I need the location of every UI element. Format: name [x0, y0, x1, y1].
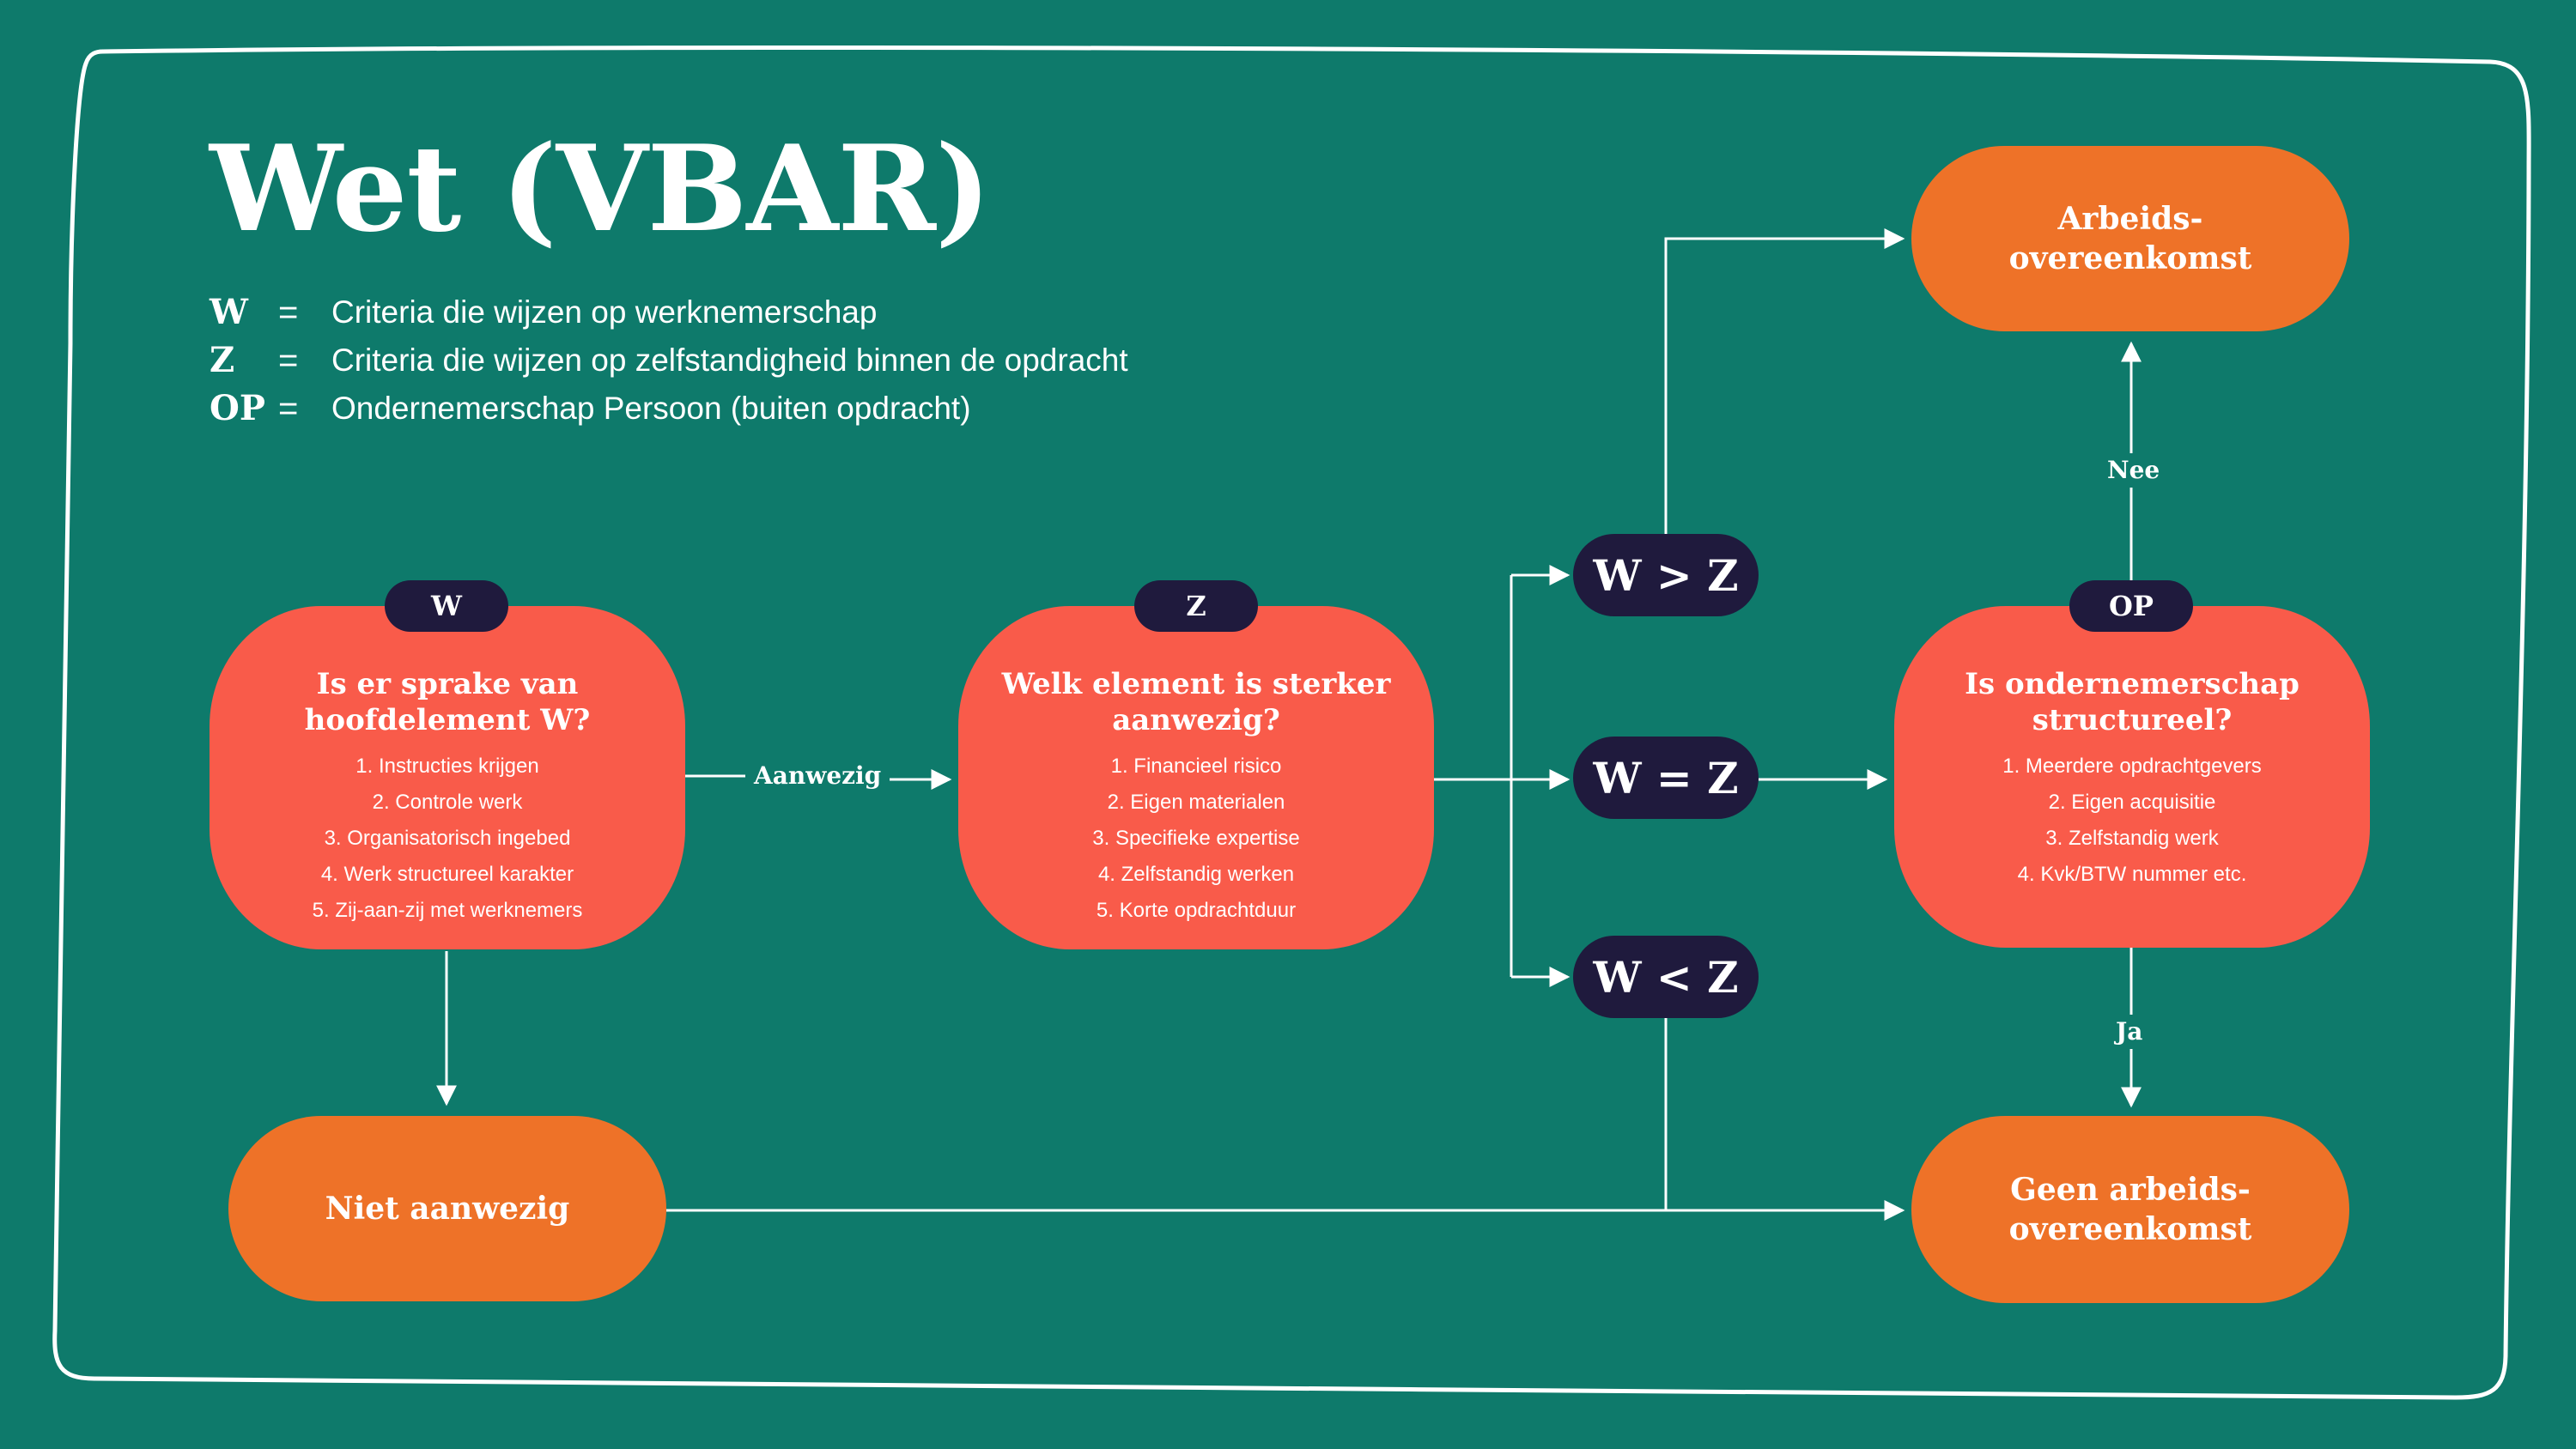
- node-z-tag: Z: [1134, 580, 1258, 632]
- legend-text: Criteria die wijzen op werknemerschap: [331, 294, 878, 330]
- edge-wgtz-to-arbeids: [1664, 228, 1905, 534]
- node-geen-arbeidsovereenkomst: Geen arbeids- overeenkomst: [1911, 1116, 2349, 1303]
- node-w-less-z: W < Z: [1573, 936, 1759, 1018]
- node-z-title: Welk element is sterker aanwezig?: [1001, 667, 1391, 737]
- page-title: Wet (VBAR): [210, 118, 991, 258]
- node-w-question: Is er sprake van hoofdelement W? 1. Inst…: [210, 606, 685, 949]
- node-w-criteria: 1. Instructies krijgen 2. Controle werk …: [210, 749, 685, 929]
- criteria-item: 3. Organisatorisch ingebed: [324, 827, 571, 850]
- legend-equals: =: [278, 390, 299, 427]
- node-op-question: Is ondernemerschap structureel? 1. Meerd…: [1894, 606, 2370, 948]
- node-niet-aanwezig: Niet aanwezig: [228, 1116, 666, 1301]
- legend-text: Criteria die wijzen op zelfstandigheid b…: [331, 343, 1128, 378]
- edge-label-aanwezig: Aanwezig: [745, 759, 890, 793]
- criteria-item: 2. Eigen materialen: [1107, 791, 1285, 814]
- node-op-tag: OP: [2069, 580, 2193, 632]
- criteria-item: 2. Controle werk: [372, 791, 523, 814]
- criteria-item: 1. Meerdere opdrachtgevers: [2002, 755, 2262, 778]
- legend-key: OP: [210, 388, 265, 428]
- criteria-item: 3. Zelfstandig werk: [2045, 827, 2219, 850]
- legend-equals: =: [278, 294, 299, 331]
- node-arbeidsovereenkomst: Arbeids- overeenkomst: [1911, 146, 2349, 331]
- node-z-question: Welk element is sterker aanwezig? 1. Fin…: [958, 606, 1434, 949]
- criteria-item: 1. Instructies krijgen: [355, 755, 539, 778]
- criteria-item: 4. Kvk/BTW nummer etc.: [2017, 863, 2247, 886]
- criteria-item: 1. Financieel risico: [1110, 755, 1282, 778]
- node-op-title: Is ondernemerschap structureel?: [1965, 667, 2300, 737]
- edge-label-ja: Ja: [2107, 1015, 2152, 1049]
- legend-key: W: [210, 292, 248, 332]
- legend-key: Z: [210, 340, 235, 380]
- hand-drawn-frame: [52, 45, 2531, 1400]
- node-z-criteria: 1. Financieel risico 2. Eigen materialen…: [958, 749, 1434, 929]
- legend-equals: =: [278, 342, 299, 379]
- node-w-equal-z: W = Z: [1573, 737, 1759, 819]
- criteria-item: 5. Korte opdrachtduur: [1096, 899, 1297, 922]
- edge-label-nee: Nee: [2099, 453, 2169, 488]
- criteria-item: 2. Eigen acquisitie: [2048, 791, 2216, 814]
- criteria-item: 3. Specifieke expertise: [1092, 827, 1300, 850]
- criteria-item: 4. Werk structureel karakter: [320, 863, 574, 886]
- node-w-tag: W: [385, 580, 508, 632]
- node-w-title: Is er sprake van hoofdelement W?: [304, 667, 591, 737]
- criteria-item: 5. Zij-aan-zij met werknemers: [312, 899, 583, 922]
- node-op-criteria: 1. Meerdere opdrachtgevers 2. Eigen acqu…: [1894, 749, 2370, 893]
- legend-text: Ondernemerschap Persoon (buiten opdracht…: [331, 391, 971, 426]
- criteria-item: 4. Zelfstandig werken: [1097, 863, 1295, 886]
- node-w-greater-z: W > Z: [1573, 534, 1759, 616]
